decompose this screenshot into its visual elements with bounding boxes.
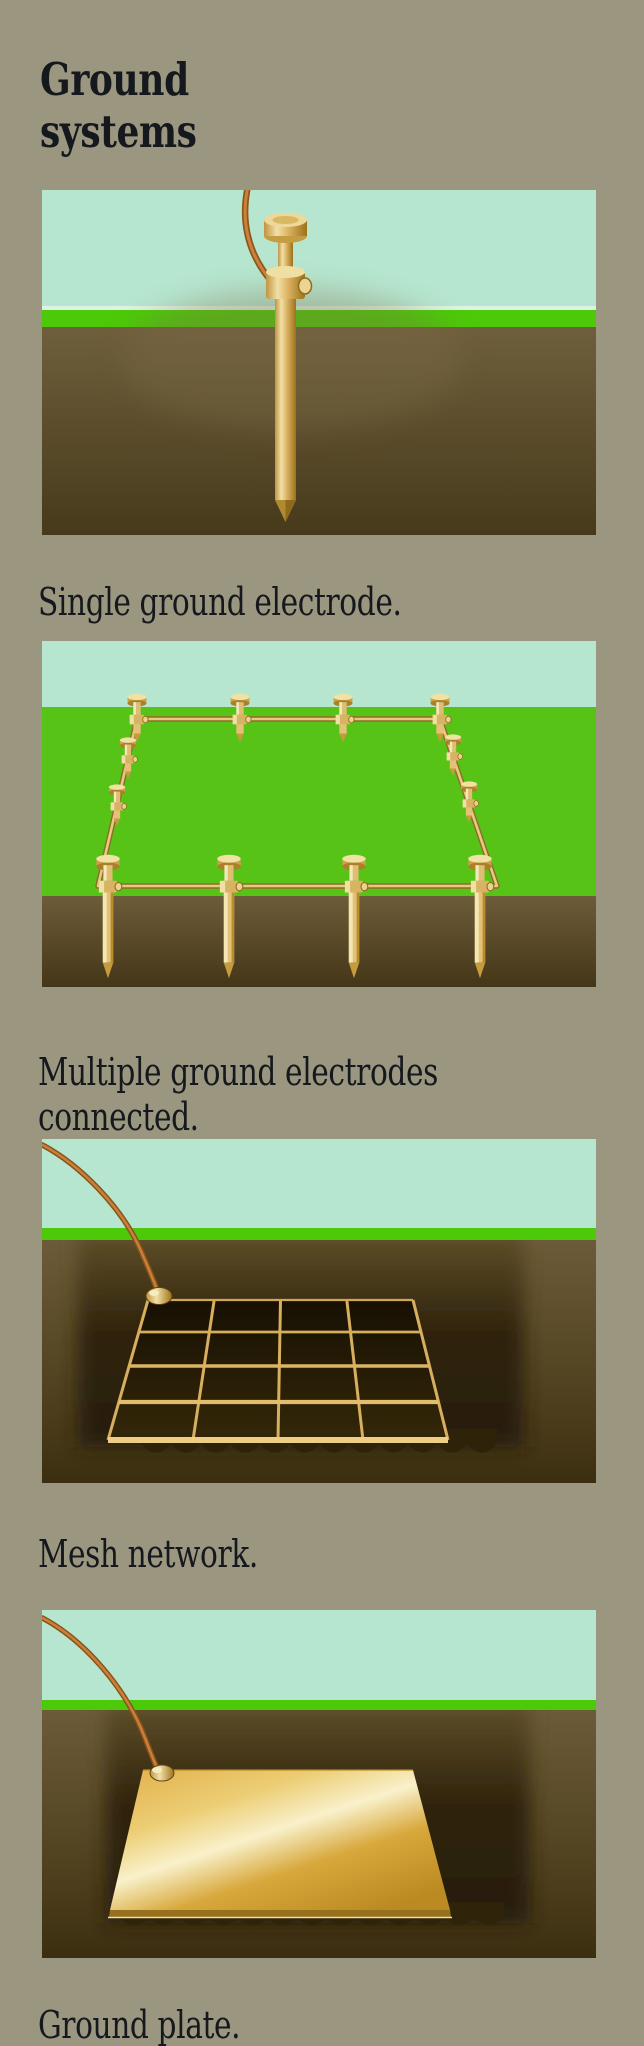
connection-lug: [145, 1287, 173, 1305]
plate-edge: [109, 1910, 451, 1917]
mesh-grid: [106, 1298, 450, 1443]
sky: [42, 641, 596, 707]
caption-multiple-ground-electrodes: Multiple ground electrodes connected.: [38, 1050, 438, 1139]
ground-rod: [264, 213, 313, 522]
figure-ground-plate: [42, 1610, 596, 1958]
buried-plate-icon: [42, 1610, 596, 1958]
buried-mesh-grid-icon: [42, 1139, 596, 1483]
sky: [42, 1139, 596, 1228]
grass-field: [42, 707, 596, 896]
figure-single-ground-electrode: [42, 190, 596, 535]
clamp-bolt: [297, 277, 313, 295]
rod-shaft: [275, 297, 296, 500]
soil: [42, 896, 596, 987]
connection-lug: [149, 1764, 175, 1782]
sky: [42, 1610, 596, 1700]
clamp-collar: [266, 272, 305, 299]
ground-rod-icon: [42, 190, 596, 535]
plate-top: [110, 1770, 450, 1910]
ground-plate: [108, 1769, 452, 1919]
rod-neck: [278, 236, 293, 272]
grass-strip: [42, 1700, 596, 1710]
sky: [42, 190, 596, 306]
caption-ground-plate: Ground plate.: [38, 2003, 241, 2046]
grass-strip: [42, 1228, 596, 1240]
caption-mesh-network: Mesh network.: [38, 1532, 258, 1576]
page-title: Ground systems: [40, 53, 197, 158]
figure-multiple-ground-electrodes: [42, 641, 596, 987]
figure-mesh-network: [42, 1139, 596, 1483]
caption-single-ground-electrode: Single ground electrode.: [38, 580, 402, 624]
electrode-perimeter-icon: [42, 641, 596, 987]
